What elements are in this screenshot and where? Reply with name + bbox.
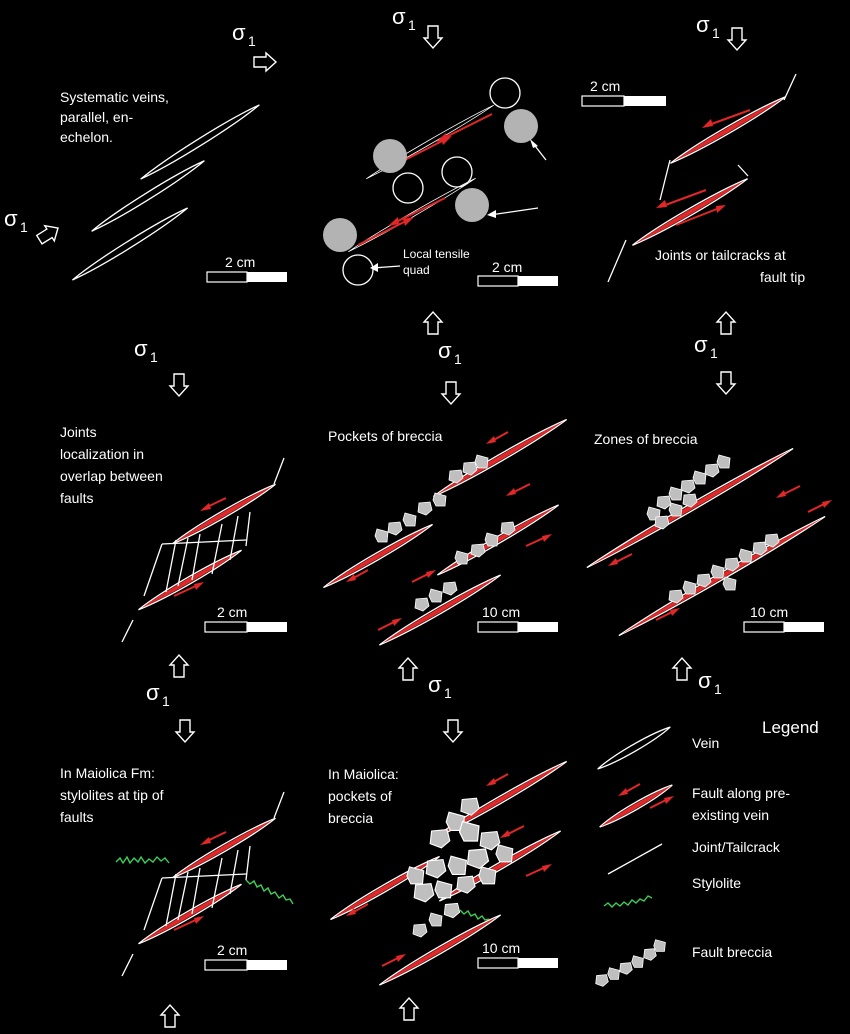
- panel6-scale-label: 10 cm: [750, 604, 788, 620]
- panel5-sigma: σ: [438, 338, 452, 363]
- legend-item-stylolite: Stylolite: [692, 875, 741, 891]
- panel-pockets-of-breccia: Pockets of breccia: [321, 415, 570, 649]
- panel7-caption-line1: In Maiolica Fm:: [60, 765, 155, 781]
- panel-maiolica-breccia: In Maiolica: pockets of breccia: [328, 757, 570, 1021]
- panel-zones-of-breccia: Zones of breccia: [584, 431, 832, 640]
- panel1-sigma-top: σ: [232, 20, 246, 45]
- panel-stylolites: In Maiolica Fm: stylolites at tip of fau…: [60, 765, 294, 1028]
- panel7-caption-line2: stylolites at tip of: [60, 787, 164, 803]
- legend-title: Legend: [762, 718, 819, 737]
- panel5-scale-label: 10 cm: [482, 604, 520, 620]
- panel2-annotation-line2: quad: [403, 263, 430, 277]
- panel7-sigma-sub: 1: [162, 693, 170, 709]
- panel8-caption-line1: In Maiolica:: [328, 766, 399, 782]
- panel5-breccia-upper: [374, 454, 489, 543]
- panel8-caption-line2: pockets of: [328, 788, 392, 804]
- panel-local-tensile-quad: σ 1 Local tensile quad 2 cm: [323, 4, 558, 335]
- panel2-scale-bar: 2 cm: [477, 259, 558, 287]
- panel-joints-localization: Joints localization in overlap between f…: [60, 424, 287, 643]
- panel4-caption-line1: Joints: [60, 424, 97, 440]
- legend-stylolite-symbol: [603, 895, 653, 908]
- panel3-sigma: σ: [696, 12, 710, 37]
- legend-joint-symbol: [607, 843, 663, 875]
- panel7-sigma: σ: [146, 680, 160, 705]
- panel6-sigma-sub: 1: [710, 345, 718, 361]
- panel4-sigma-sub: 1: [150, 349, 158, 365]
- panel1-sigma-top-sub: 1: [248, 33, 256, 49]
- panel4-scale-bar: 2 cm: [204, 604, 287, 633]
- legend-vein-symbol: [595, 723, 673, 773]
- panel1-caption-line2: parallel, en-: [60, 109, 133, 125]
- panel1-caption-line3: echelon.: [60, 129, 113, 145]
- panel3-scale-label: 2 cm: [590, 78, 620, 94]
- panel1-sigma-left-sub: 1: [20, 219, 28, 235]
- panel8-scale-bar: 10 cm: [477, 940, 558, 969]
- row2-sigma-arrows: σ 1 σ 1 σ 1: [134, 332, 736, 405]
- legend-breccia-symbol: [595, 939, 666, 987]
- legend-item-fault-line2: existing vein: [692, 807, 769, 823]
- panel1-caption-line1: Systematic veins,: [60, 89, 169, 105]
- panel7-stylolite-left: [115, 855, 170, 865]
- panel4-caption-line2: localization in: [60, 446, 144, 462]
- panel-systematic-veins: Systematic veins, parallel, en- echelon.…: [4, 20, 287, 284]
- panel1-sigma-left: σ: [4, 206, 18, 231]
- legend-fault-symbol: [597, 781, 675, 831]
- panel2-scale-label: 2 cm: [492, 259, 522, 275]
- panel6-breccia-lower: [668, 533, 780, 604]
- panel2-annotation-line1: Local tensile: [403, 247, 470, 261]
- panel2-sigma-sub: 1: [408, 17, 416, 33]
- panel7-stylolite-right: [245, 879, 294, 905]
- panel1-scale-label: 2 cm: [225, 254, 255, 270]
- legend-item-fault-line1: Fault along pre-: [692, 785, 790, 801]
- panel7-caption-line3: faults: [60, 809, 93, 825]
- panel4-caption-line4: faults: [60, 490, 93, 506]
- panel3-sigma-sub: 1: [712, 25, 720, 41]
- panel6-sigma-bottom-sub: 1: [714, 681, 722, 697]
- legend-item-joint: Joint/Tailcrack: [692, 839, 781, 855]
- panel7-scale-label: 2 cm: [217, 942, 247, 958]
- panel6-sigma: σ: [694, 332, 708, 357]
- panel5-caption: Pockets of breccia: [328, 428, 443, 444]
- legend-item-vein: Vein: [692, 735, 719, 751]
- panel8-sigma-sub: 1: [444, 685, 452, 701]
- panel2-sigma: σ: [392, 4, 406, 29]
- row3-sigma-arrows: σ 1 σ 1 σ 1: [146, 654, 722, 743]
- panel3-scale-bar: 2 cm: [581, 78, 666, 107]
- panel6-scale-bar: 10 cm: [743, 604, 824, 633]
- panel8-sigma: σ: [428, 672, 442, 697]
- panel3-caption-line2: fault tip: [760, 269, 805, 285]
- legend: Legend Vein Fault along pre- existing ve…: [595, 718, 819, 987]
- panel5-scale-bar: 10 cm: [477, 604, 558, 633]
- panel8-caption-line3: breccia: [328, 810, 373, 826]
- panel6-sigma-bottom: σ: [698, 668, 712, 693]
- panel4-scale-label: 2 cm: [217, 604, 247, 620]
- panel8-stylolite: [459, 909, 490, 921]
- panel1-scale-bar: 2 cm: [206, 254, 287, 283]
- panel6-caption: Zones of breccia: [594, 431, 698, 447]
- panel-tailcracks: σ 1 2 cm Joints or tailcracks at fault t…: [581, 12, 805, 335]
- panel8-scale-label: 10 cm: [482, 940, 520, 956]
- legend-item-breccia: Fault breccia: [692, 944, 772, 960]
- panel7-scale-bar: 2 cm: [204, 942, 287, 971]
- panel-backgrounds: [10, 58, 295, 298]
- panel4-sigma: σ: [134, 336, 148, 361]
- panel5-sigma-sub: 1: [454, 351, 462, 367]
- panel4-caption-line3: overlap between: [60, 468, 163, 484]
- panel3-caption-line1: Joints or tailcracks at: [655, 247, 786, 263]
